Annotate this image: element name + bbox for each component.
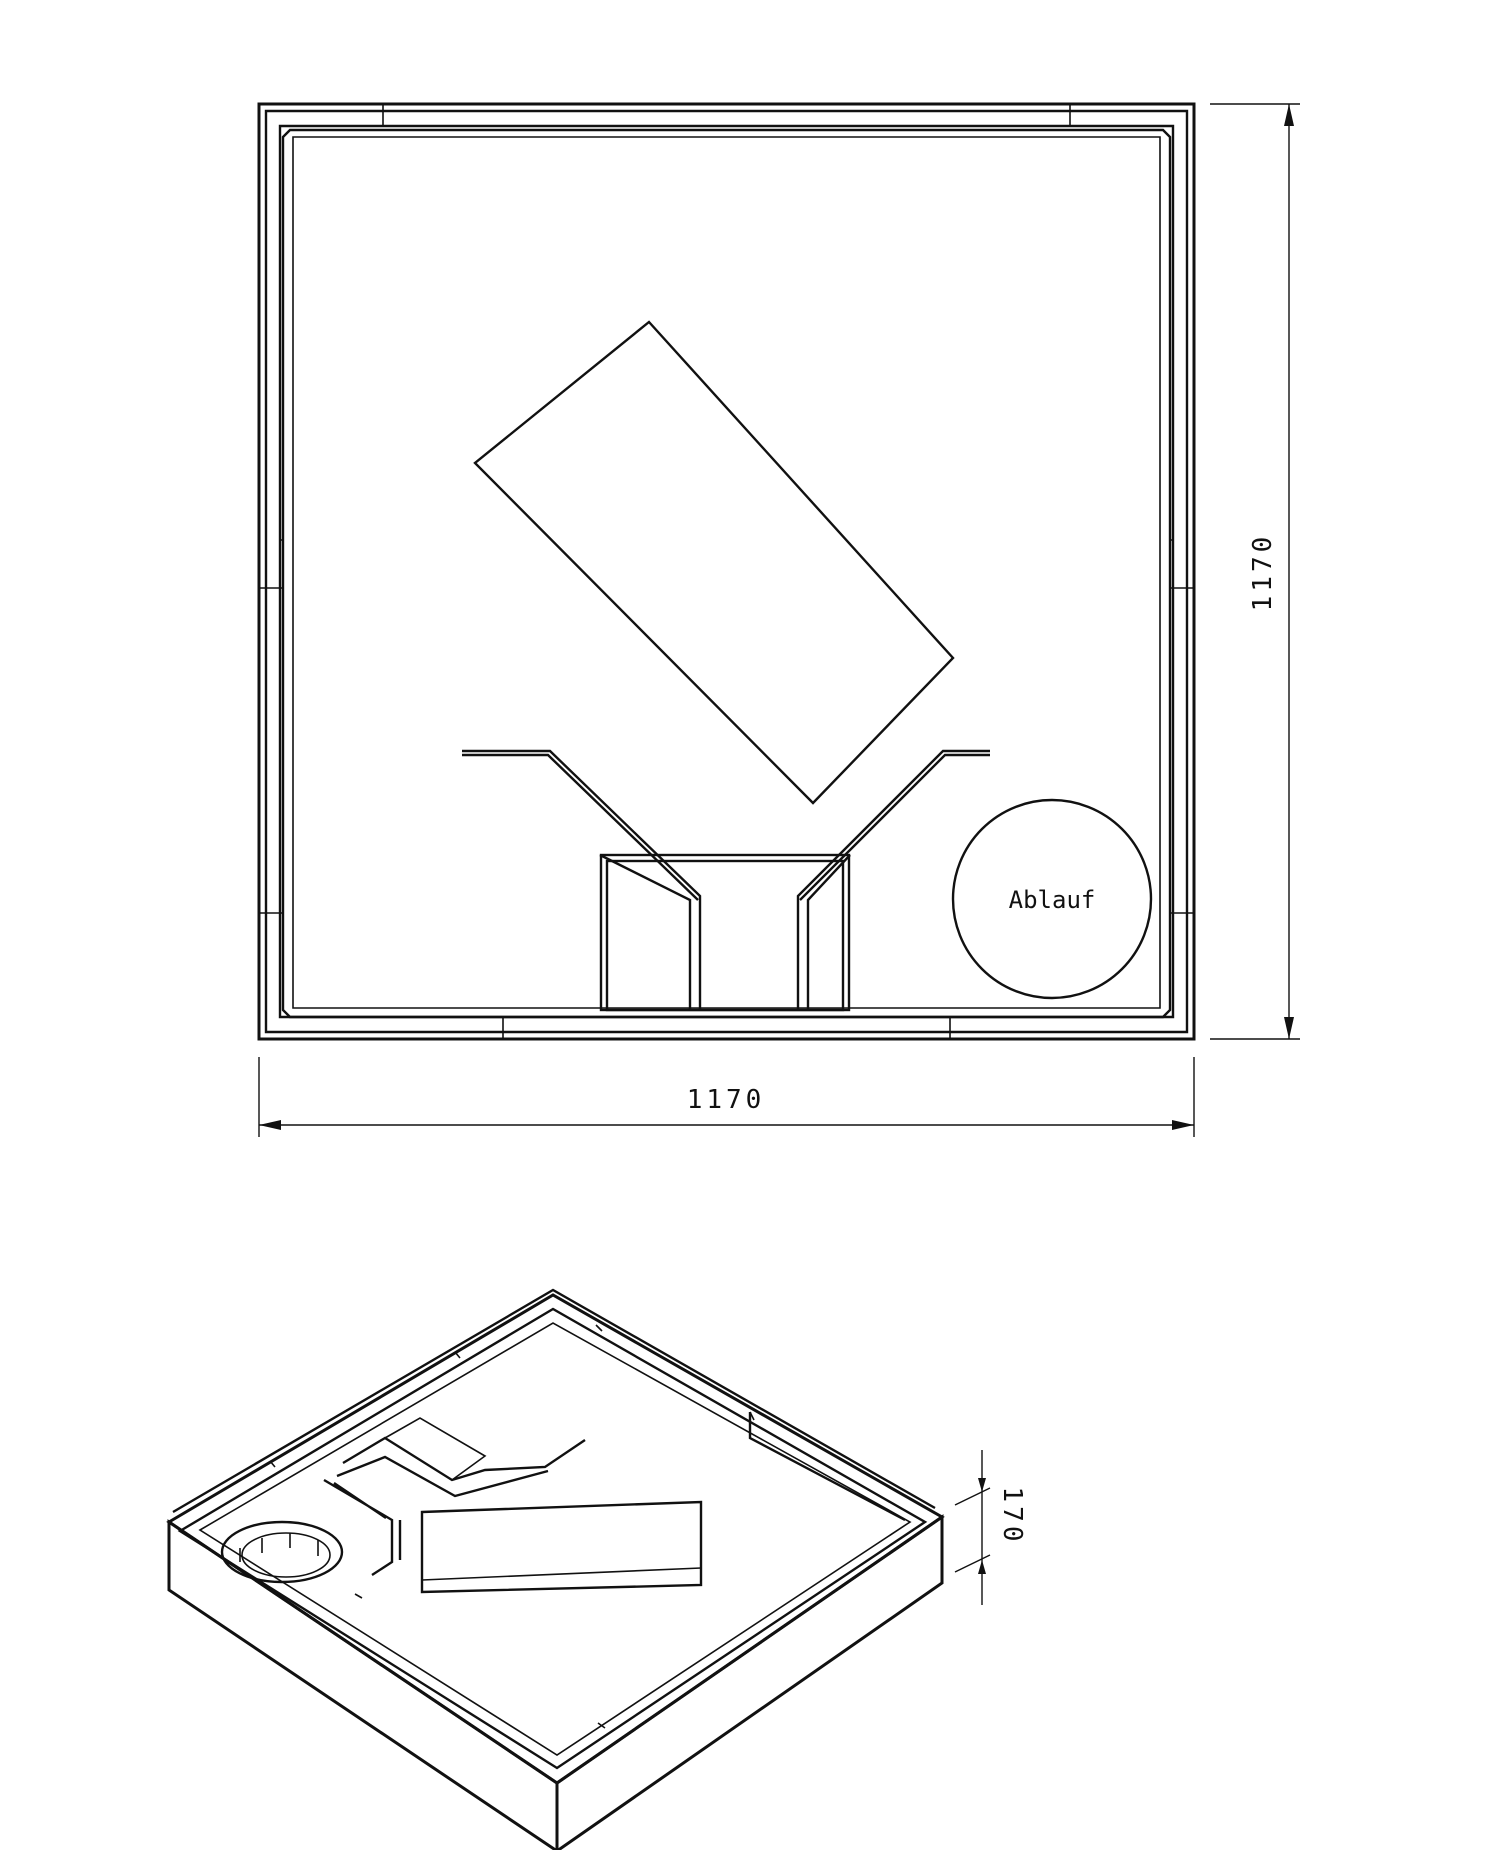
plan-view: Ablauf 1170 1170: [257, 102, 1300, 1137]
plan-frame-inner-step: [264, 109, 1189, 1034]
iso-brace-drop: [323, 1478, 402, 1577]
drain-circle: [951, 798, 1153, 1000]
support-block: [473, 320, 955, 805]
plan-side-notches: [259, 587, 1194, 914]
iso-rim-line-1: [172, 1288, 936, 1514]
v-brace-inner: [462, 753, 990, 901]
height-dimension-label: 170: [997, 1487, 1027, 1546]
iso-top-rim-outer: [166, 1293, 945, 1785]
iso-support-block-edge: [421, 1567, 702, 1581]
iso-left-face: [167, 1519, 559, 1850]
plan-top-notches: [382, 104, 1071, 126]
iso-rim-line-3: [198, 1322, 912, 1756]
plan-wall-steps: [280, 539, 1173, 1010]
iso-rim-notches: [269, 1324, 755, 1729]
iso-drain: [220, 1520, 344, 1584]
iso-brace: [336, 1436, 586, 1498]
width-dimension-label: 1170: [687, 1085, 766, 1115]
plan-outer-frame: [257, 102, 1196, 1041]
plan-bottom-notches: [502, 1017, 951, 1039]
iso-support-block: [420, 1500, 703, 1594]
iso-rim-line-2: [177, 1307, 928, 1770]
iso-view: 170: [166, 1288, 1027, 1850]
plan-basin-rim: [278, 124, 1175, 1019]
drain-box-outer: [599, 853, 851, 1012]
iso-right-face: [556, 1514, 944, 1850]
plan-basin-inner: [281, 128, 1172, 1019]
width-dimension: 1170: [258, 1057, 1195, 1137]
plan-basin-floor: [292, 136, 1161, 1009]
depth-dimension-label: 1170: [1248, 533, 1278, 612]
drain-box-inner: [605, 859, 845, 1012]
depth-dimension: 1170: [1210, 103, 1300, 1040]
height-dimension: 170: [954, 1450, 1027, 1605]
v-brace-outer: [462, 749, 990, 1010]
v-brace-inner2: [599, 853, 851, 1010]
drain-label: Ablauf: [1009, 886, 1096, 914]
iso-brace-box: [384, 1417, 487, 1481]
iso-inner-step: [748, 1412, 906, 1522]
